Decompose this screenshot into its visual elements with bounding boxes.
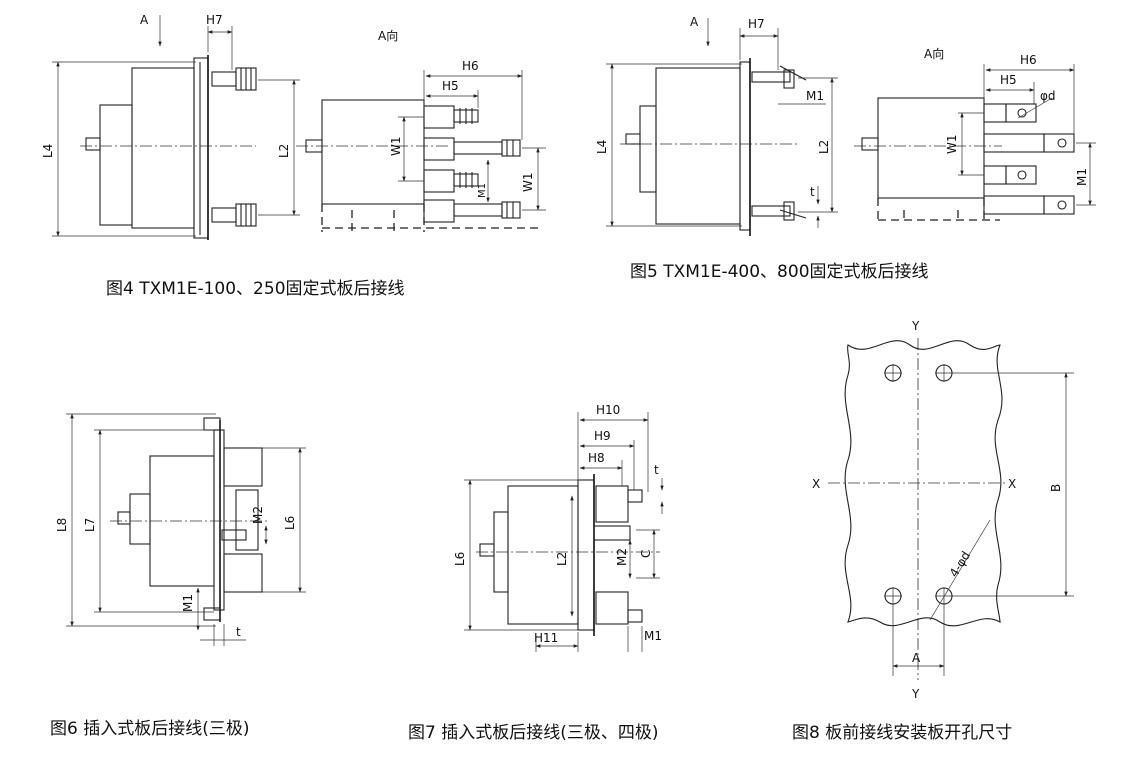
fig8-panel-outline — [844, 340, 1003, 627]
fig5-side-view — [620, 58, 807, 236]
fig4-label-w1-inner: W1 — [389, 137, 403, 157]
fig5-label-t: t — [810, 185, 815, 199]
fig7-label-t: t — [654, 463, 659, 477]
fig7-label-l6: L6 — [453, 552, 467, 566]
figure-8: Y X X B 4-φd A Y — [812, 319, 1074, 701]
fig5-label-m1: M1 — [1075, 168, 1089, 186]
fig6-label-l6: L6 — [283, 516, 297, 530]
figure-5: A H7 M1 L4 L2 t A向 — [595, 15, 1096, 236]
fig7-label-h11: H11 — [534, 631, 558, 645]
fig4-label-l4: L4 — [41, 144, 55, 158]
fig6-label-l8: L8 — [55, 518, 69, 532]
fig4-caption: 图4 TXM1E-100、250固定式板后接线 — [106, 279, 405, 299]
fig7-label-m1: M1 — [644, 629, 662, 643]
fig4-label-a-view: A向 — [378, 28, 398, 43]
fig5-dimensions: A H7 M1 L4 L2 t — [595, 15, 838, 228]
fig6-label-t: t — [236, 625, 241, 639]
fig8-label-x-left: X — [812, 477, 820, 491]
fig8-label-y-top: Y — [911, 319, 920, 333]
figure-4: A H7 L4 L2 A向 — [41, 13, 546, 240]
fig7-label-h10: H10 — [596, 403, 620, 417]
fig4-dimensions: A H7 L4 L2 — [41, 13, 300, 237]
fig5-label-h6: H6 — [1020, 53, 1037, 67]
fig8-label-y-bottom: Y — [911, 687, 920, 701]
fig5-label-a: A — [690, 15, 699, 29]
fig4-label-h5: H5 — [442, 79, 459, 93]
fig6-caption: 图6 插入式板后接线(三极) — [50, 719, 250, 739]
fig4-label-w1: W1 — [521, 173, 535, 193]
fig4-side-view — [80, 55, 257, 240]
fig5-a-view: A向 H6 — [854, 46, 1096, 222]
fig4-label-m1: M1 — [477, 183, 488, 198]
fig7-label-h8: H8 — [588, 451, 605, 465]
fig7-dimensions: H10 H9 H8 t L6 L2 M2 C H11 — [453, 403, 664, 652]
fig6-body — [110, 417, 270, 622]
fig8-caption: 图8 板前接线安装板开孔尺寸 — [792, 723, 1013, 743]
fig4-a-view: A向 H6 — [296, 28, 546, 232]
fig6-dimensions: L8 L7 M2 L6 M1 t — [55, 413, 306, 646]
figure-6: L8 L7 M2 L6 M1 t — [55, 413, 306, 646]
fig6-label-m2: M2 — [251, 506, 265, 524]
fig5-label-a-view: A向 — [924, 46, 944, 61]
fig5-label-h5: H5 — [1000, 73, 1017, 87]
fig5-label-h7: H7 — [748, 17, 765, 31]
fig7-label-l2: L2 — [555, 552, 569, 566]
fig8-label-a: A — [912, 651, 921, 665]
fig4-label-h7: H7 — [206, 13, 223, 27]
fig7-label-c: C — [639, 550, 653, 558]
fig7-body — [476, 474, 660, 636]
fig6-label-m1: M1 — [181, 594, 195, 612]
fig5-label-l2: L2 — [817, 140, 831, 154]
fig7-label-h9: H9 — [594, 429, 611, 443]
fig5-label-phid: φd — [1040, 89, 1056, 103]
fig7-label-m2: M2 — [615, 548, 629, 566]
fig5-caption: 图5 TXM1E-400、800固定式板后接线 — [630, 262, 929, 282]
figure-7: H10 H9 H8 t L6 L2 M2 C H11 — [453, 403, 664, 652]
fig5-label-w1: W1 — [945, 135, 959, 155]
fig8-label-x-right: X — [1008, 477, 1016, 491]
fig8-label-b: B — [1049, 484, 1063, 492]
fig4-label-a: A — [140, 13, 149, 27]
fig7-caption: 图7 插入式板后接线(三极、四极) — [408, 723, 659, 743]
fig4-label-l2: L2 — [277, 144, 291, 158]
fig5-label-l4: L4 — [595, 140, 609, 154]
fig8-label-holes: 4-φd — [947, 549, 973, 580]
fig5-label-m1-top: M1 — [806, 89, 824, 103]
fig4-label-h6: H6 — [462, 59, 479, 73]
fig6-label-l7: L7 — [83, 518, 97, 532]
